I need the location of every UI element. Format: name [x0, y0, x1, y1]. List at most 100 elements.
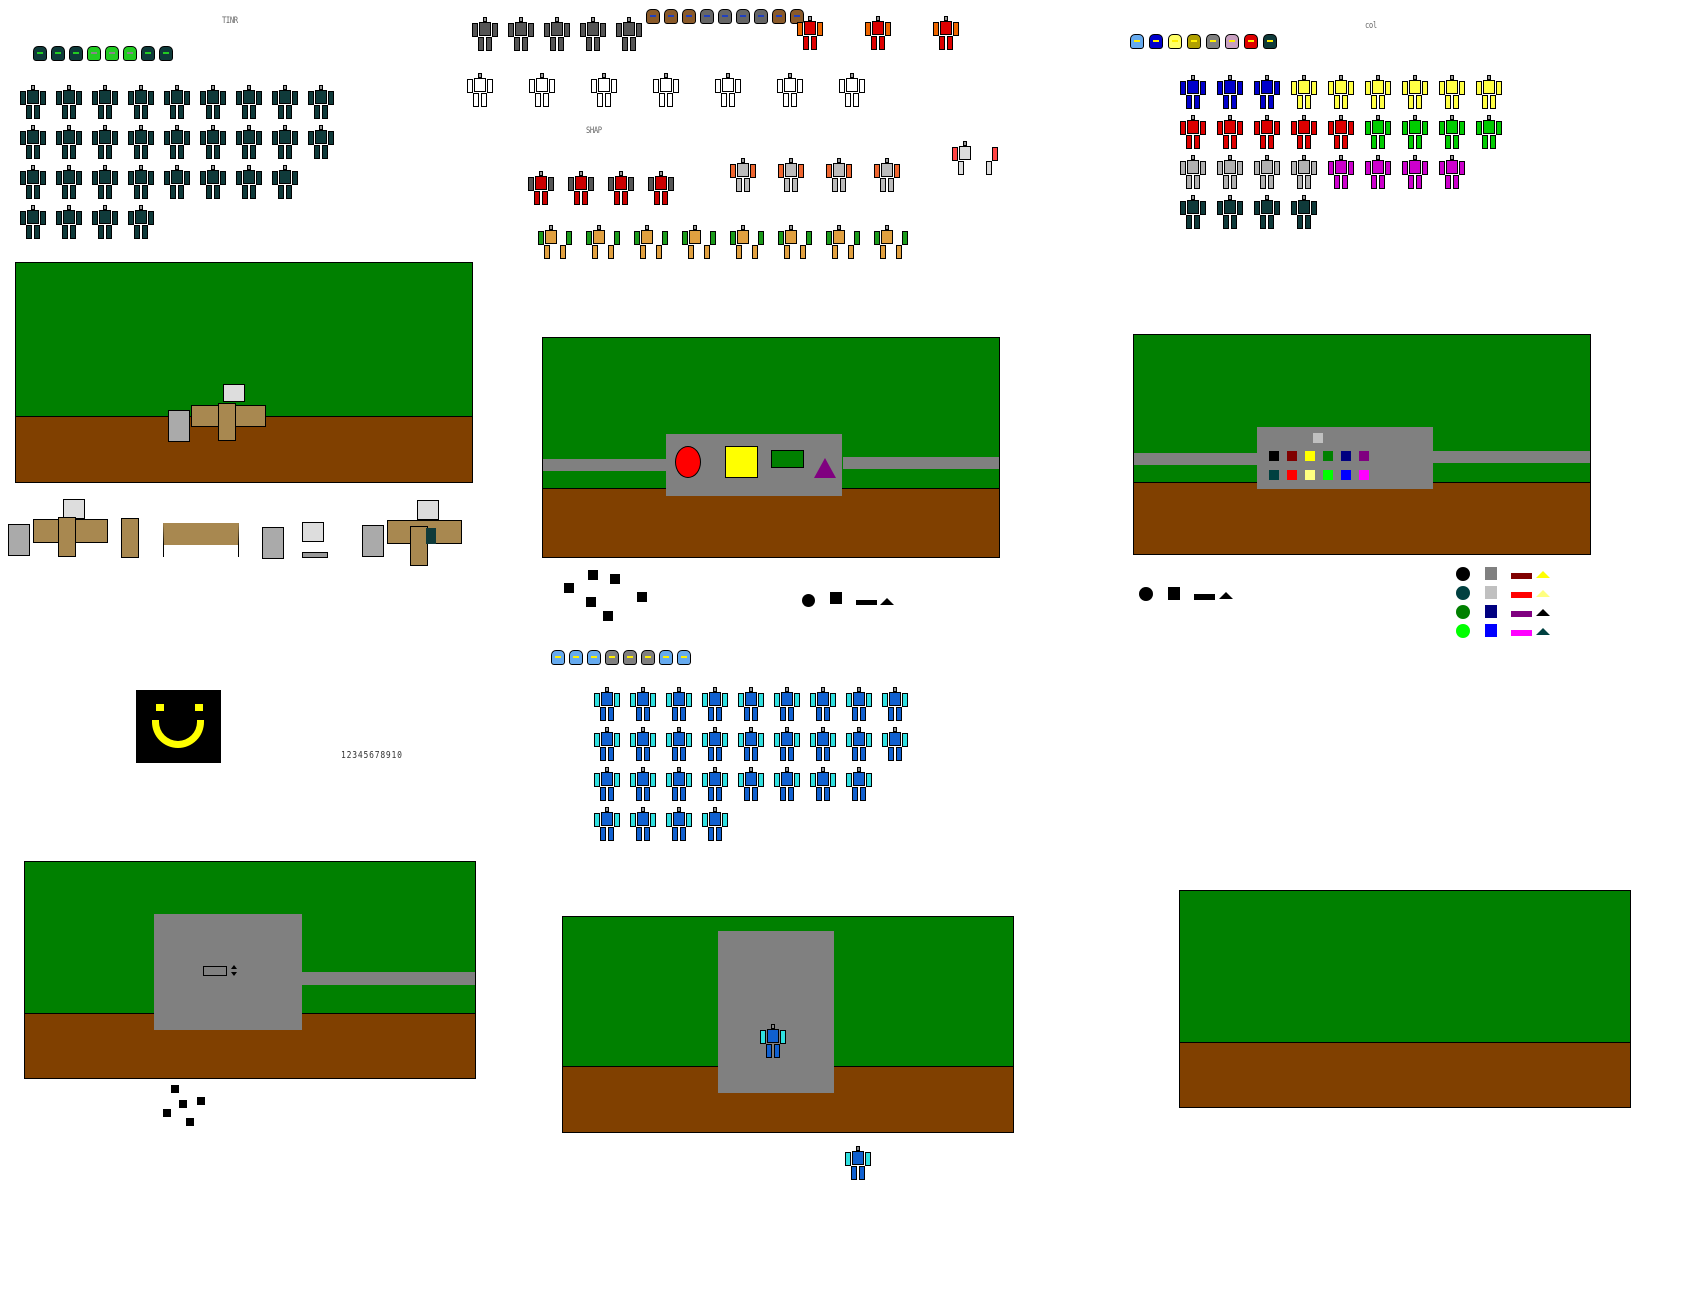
- character-sprite: [843, 1145, 873, 1181]
- pose-sprite: [736, 726, 766, 762]
- mask-icon: [51, 46, 65, 61]
- pose-sprite: [578, 16, 608, 52]
- shap-label: SHAP: [586, 126, 602, 136]
- square-swatch: [1485, 605, 1497, 618]
- character-preview-scene: [562, 916, 1014, 1133]
- pose-sprite: [592, 726, 622, 762]
- pose-sprite: [90, 204, 120, 240]
- pose-sprite: [54, 164, 84, 200]
- pose-sprite: [1215, 74, 1245, 110]
- color-swatch[interactable]: [1323, 451, 1333, 461]
- pose-sprite: [664, 726, 694, 762]
- pose-sprite: [1363, 114, 1393, 150]
- color-swatch[interactable]: [1305, 470, 1315, 480]
- pose-sprite: [606, 170, 636, 206]
- chair-icon: [121, 518, 139, 558]
- pose-sprite: [1178, 74, 1208, 110]
- mask-icon: [664, 9, 678, 24]
- square-icon: [1168, 587, 1180, 600]
- bar-icon: [856, 600, 877, 605]
- empty-scene: [1179, 890, 1631, 1108]
- pose-sprite: [736, 686, 766, 722]
- pose-sprite: [470, 16, 500, 52]
- red-circle-option[interactable]: [675, 446, 701, 478]
- pose-sprite: [1437, 74, 1467, 110]
- mask-icon: [1187, 34, 1201, 49]
- pose-sprite: [536, 224, 574, 300]
- monitor-icon: [223, 384, 245, 402]
- blue-mask-row: [551, 650, 691, 665]
- pose-sprite: [775, 72, 805, 122]
- color-swatch[interactable]: [1287, 451, 1297, 461]
- pose-sprite: [628, 686, 658, 722]
- spinner-up-icon[interactable]: [231, 965, 237, 969]
- color-swatch[interactable]: [1305, 451, 1315, 461]
- color-swatch[interactable]: [1341, 470, 1351, 480]
- pose-sprite: [1178, 154, 1208, 190]
- rail-right: [1432, 451, 1590, 463]
- mask-icon: [659, 650, 673, 665]
- color-swatch[interactable]: [1341, 451, 1351, 461]
- mask-icon: [1149, 34, 1163, 49]
- pose-sprite: [1178, 194, 1208, 230]
- ground: [1134, 482, 1590, 554]
- number-strip: 12345678910: [341, 750, 403, 761]
- pose-sprite: [1326, 154, 1356, 190]
- triangle-swatch: [1536, 609, 1550, 616]
- color-swatch[interactable]: [1323, 470, 1333, 480]
- pose-sprite: [646, 170, 676, 206]
- pose-sprite: [270, 84, 300, 120]
- pose-sprite: [126, 84, 156, 120]
- purple-triangle-option[interactable]: [814, 458, 836, 478]
- mask-icon: [1225, 34, 1239, 49]
- square-swatch: [1485, 624, 1497, 637]
- color-swatch[interactable]: [1359, 470, 1369, 480]
- pose-sprite: [632, 224, 670, 300]
- pose-sprite: [542, 16, 572, 52]
- mask-icon: [641, 650, 655, 665]
- pose-sprite: [54, 204, 84, 240]
- pose-sprite: [863, 15, 893, 51]
- color-swatch[interactable]: [1359, 451, 1369, 461]
- pose-sprite: [651, 72, 681, 122]
- color-swatch[interactable]: [1269, 470, 1279, 480]
- pose-sprite: [126, 124, 156, 160]
- number-input[interactable]: [203, 966, 227, 976]
- computer-tower-icon: [168, 410, 190, 442]
- green-rectangle-option[interactable]: [771, 450, 804, 468]
- pose-sprite: [306, 84, 336, 120]
- pose-sprite: [18, 204, 48, 240]
- ground: [16, 416, 472, 482]
- color-swatch[interactable]: [1269, 451, 1279, 461]
- pose-sprite: [808, 766, 838, 802]
- pose-sprite: [162, 84, 192, 120]
- color-swatch[interactable]: [1287, 470, 1297, 480]
- spinner-down-icon[interactable]: [231, 972, 237, 976]
- mask-icon: [718, 9, 732, 24]
- preview-panel: [718, 931, 834, 1093]
- pose-sprite: [872, 224, 910, 300]
- pose-sprite: [1289, 194, 1319, 230]
- pose-sprite: [1289, 114, 1319, 150]
- pose-sprite: [1326, 114, 1356, 150]
- pose-sprite: [628, 726, 658, 762]
- mask-icon: [1130, 34, 1144, 49]
- color-swatch[interactable]: [1313, 433, 1323, 443]
- pose-sprite: [776, 224, 814, 300]
- mask-icon: [605, 650, 619, 665]
- pose-sprite: [306, 124, 336, 160]
- mask-icon: [551, 650, 565, 665]
- number-panel: [154, 914, 302, 1030]
- shap-mask-row: [646, 9, 804, 24]
- pose-sprite: [566, 170, 596, 206]
- mask-icon: [569, 650, 583, 665]
- yellow-square-option[interactable]: [725, 446, 758, 478]
- pose-sprite: [880, 726, 910, 762]
- triangle-swatch: [1536, 628, 1550, 635]
- sky: [1180, 891, 1630, 1044]
- smiley-mouth: [152, 720, 204, 748]
- pose-sprite: [844, 686, 874, 722]
- office-scene: [15, 262, 473, 483]
- pose-sprite: [680, 224, 718, 300]
- pose-sprite: [1289, 74, 1319, 110]
